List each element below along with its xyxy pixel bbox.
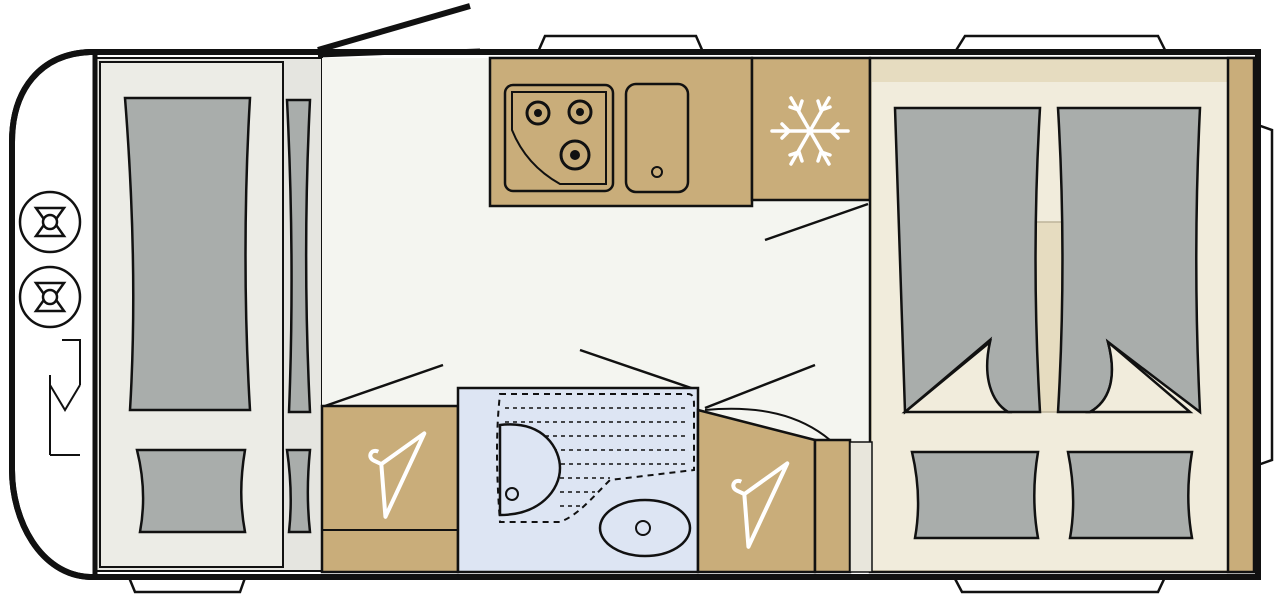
shower-tray (496, 393, 695, 523)
single-bed-left-fold (901, 338, 1013, 414)
snowflake-icon (770, 96, 850, 166)
burner-small-2 (567, 99, 593, 125)
wardrobe-right-side (813, 438, 852, 574)
front-bed-pillow (135, 448, 247, 534)
caravan-shell-outline (9, 49, 1261, 580)
sink-drain (651, 166, 663, 178)
kitchen-sink (624, 82, 690, 194)
shower-tray-pattern (505, 407, 688, 507)
single-bed-right-fold (1085, 338, 1194, 414)
side-pillow (285, 448, 312, 534)
washbasin (598, 498, 692, 558)
front-bed-mattress (123, 96, 252, 412)
hob-3-burner (503, 83, 615, 193)
hanger-icon (731, 461, 790, 549)
floor-markings (324, 202, 869, 410)
toilet (498, 423, 562, 517)
gas-bottle-icon (18, 190, 82, 329)
rear-pillow-left (910, 450, 1040, 540)
wardrobe-left (320, 404, 460, 574)
entry-door (317, 3, 471, 53)
wardrobe-right (696, 408, 817, 574)
hanger-icon (368, 431, 427, 519)
rear-pillow-right (1066, 450, 1194, 540)
burner-large (559, 139, 591, 171)
front-locker-symbol (49, 339, 81, 456)
rear-shelf (1226, 56, 1256, 574)
bedside-step (849, 441, 873, 573)
side-mattress (285, 98, 312, 414)
burner-small-1 (525, 100, 551, 126)
